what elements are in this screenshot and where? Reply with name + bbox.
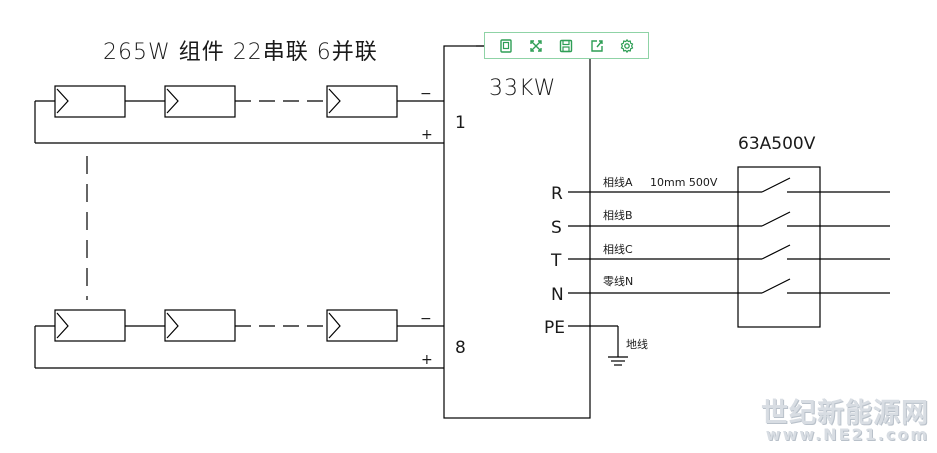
wire-label-phase-c: 相线C: [603, 242, 633, 256]
wire-label-ground: 地线: [626, 337, 648, 351]
diagram-toolbar: [484, 32, 649, 59]
minus-sign: −: [420, 86, 432, 102]
pv-module: [326, 309, 398, 342]
breaker: 63A500V: [737, 134, 821, 328]
wire-label-cable-spec: 10mm 500V: [650, 176, 718, 189]
fullscreen-button[interactable]: [525, 35, 547, 57]
port-n: N: [551, 285, 564, 305]
ground-connection: 地线: [568, 325, 648, 366]
share-button[interactable]: [586, 35, 608, 57]
port-s: S: [551, 218, 562, 238]
wire-label-phase-a: 相线A: [603, 175, 633, 189]
pv-string-top: − +: [34, 85, 444, 144]
wire-label-neutral: 零线N: [603, 274, 633, 288]
plus-sign: +: [421, 352, 433, 368]
string-input-top: 1: [455, 113, 466, 133]
pv-module: [54, 309, 126, 342]
pv-module: [164, 309, 236, 342]
diagram-title: 265W 组件 22串联 6并联: [103, 40, 378, 65]
inverter-rating: 33KW: [489, 76, 556, 101]
minus-sign: −: [420, 311, 432, 327]
watermark-cn: 世纪新能源网: [761, 398, 929, 429]
save-button[interactable]: [555, 35, 577, 57]
copy-icon: [500, 38, 512, 53]
pv-string-bottom: − +: [34, 309, 444, 369]
fullscreen-icon: [530, 39, 542, 52]
port-r: R: [551, 184, 563, 204]
ac-wires: 相线A 10mm 500V 相线B 相线C 零线N: [568, 175, 890, 294]
pv-module: [164, 85, 236, 118]
inverter-box: 33KW 1 8 R S T N PE: [443, 45, 591, 419]
plus-sign: +: [421, 127, 433, 143]
save-icon: [560, 39, 573, 52]
breaker-rating: 63A500V: [738, 134, 816, 154]
string-input-bottom: 8: [455, 338, 466, 358]
share-icon: [590, 39, 603, 52]
gear-icon: [620, 38, 634, 53]
port-t: T: [550, 251, 562, 271]
pv-module: [326, 85, 398, 118]
copy-button[interactable]: [495, 35, 517, 57]
wire-label-phase-b: 相线B: [603, 208, 633, 222]
watermark-url: www.NE21.com: [765, 425, 929, 444]
pv-module: [54, 85, 126, 118]
settings-button[interactable]: [616, 35, 638, 57]
watermark: 世纪新能源网 www.NE21.com: [761, 400, 929, 443]
port-pe: PE: [544, 318, 565, 338]
